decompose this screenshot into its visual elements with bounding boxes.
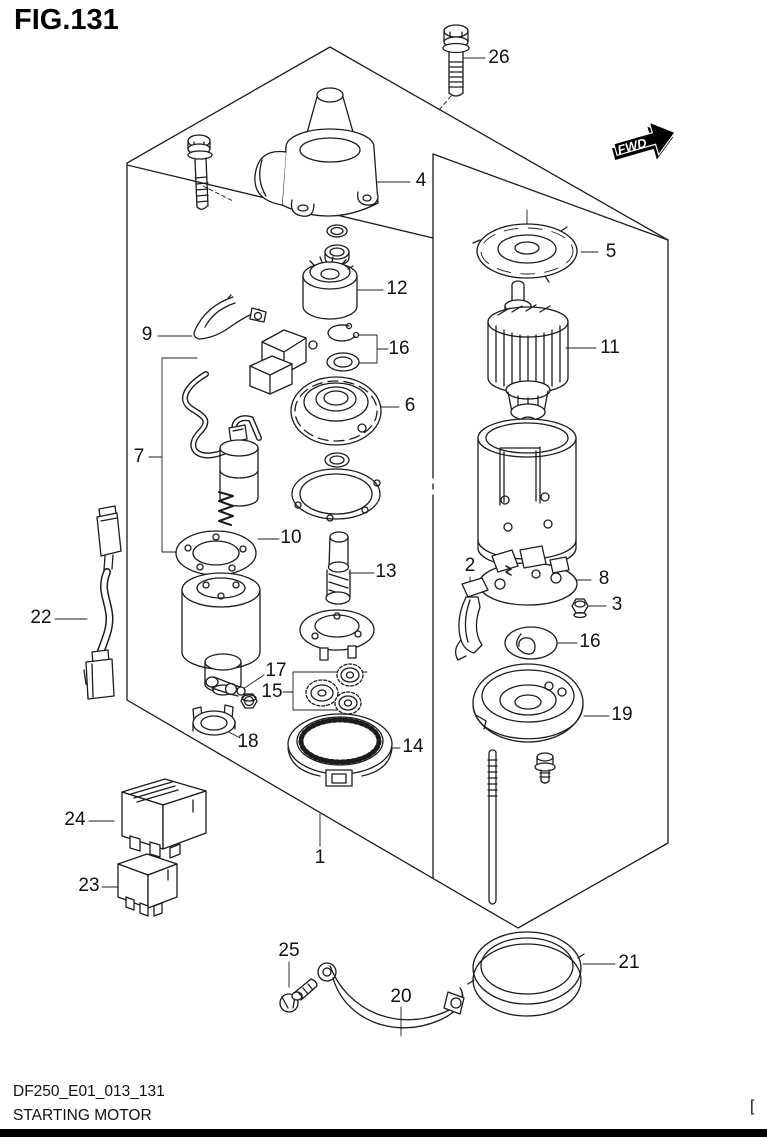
fwd-arrow: FWD [612,121,677,160]
battery-cable-22 [83,505,122,700]
callout-label-16: 16 [388,338,410,359]
terminal-bolt-17 [205,676,246,697]
armature-11 [487,280,569,432]
screw-small [534,752,556,784]
lock-washer-16 [504,626,558,660]
callout-label-11: 11 [600,337,620,358]
callout-label-18: 18 [237,731,259,752]
callout-label-17: 17 [265,660,287,681]
callout-label-7: 7 [133,446,145,467]
washer-16 [326,352,360,372]
nut-15 [240,693,258,709]
callout-label-25: 25 [278,940,300,961]
callout-label-19: 19 [611,704,633,725]
callout-label-22: 22 [30,607,52,628]
page-bracket: [ [750,1098,755,1115]
callout-label-13: 13 [375,561,397,582]
motor-housing [477,418,577,568]
clutch-drum-12 [302,256,358,320]
brush-plate-10 [175,530,257,576]
washer-disc-5 [472,223,578,283]
shift-lever-2 [454,577,489,661]
callout-label-15: 15 [261,681,283,702]
snap-ring-16 [327,322,360,342]
drawing-title: STARTING MOTOR [13,1107,152,1124]
gasket-ring [291,468,381,522]
bearing-cap-6 [290,376,382,446]
callout-label-24: 24 [64,809,86,830]
planet-gears-15 [305,663,364,715]
relay-24 [121,778,207,859]
callout-label-14: 14 [402,736,424,757]
ring-gear-14 [287,713,393,787]
o-ring-and-spacer [324,224,350,266]
collar-18 [192,704,236,736]
callout-label-23: 23 [78,875,100,896]
brush-holder-8 [478,545,578,606]
washer-small [324,452,350,468]
clamp-9 [193,294,267,340]
end-cover-19 [472,663,584,743]
bottom-bar [0,1129,767,1137]
callout-label-26: 26 [488,47,510,68]
ring-21 [467,931,585,1017]
callout-label-12: 12 [386,278,408,299]
callout-label-2: 2 [464,555,476,576]
brush-holder-blocks-7 [249,329,318,395]
solenoid-plunger-7 [219,424,259,507]
relay-23 [117,853,178,917]
figure-number: FIG.131 [14,4,119,36]
callout-label-1: 1 [314,847,326,868]
spring [218,491,234,526]
callout-label-10: 10 [280,527,302,548]
callout-label-16: 16 [579,631,601,652]
callout-label-4: 4 [415,170,427,191]
bolt-25 [279,978,318,1013]
frame-outline [126,46,669,929]
pinion-shaft-13 [299,531,375,661]
bolt-26 [442,24,470,97]
solenoid-body [181,572,261,696]
callout-label-5: 5 [605,241,617,262]
callout-label-9: 9 [141,324,153,345]
nut-3 [571,598,589,619]
callout-label-3: 3 [611,594,623,615]
starter-end-cap-4 [254,87,379,217]
callout-label-21: 21 [618,952,640,973]
callout-label-20: 20 [390,986,412,1007]
callout-label-6: 6 [404,395,416,416]
drawing-code: DF250_E01_013_131 [13,1083,165,1100]
strap-20 [317,962,465,1029]
mount-bolt-left [187,134,213,210]
through-bolt [487,749,498,905]
callout-label-8: 8 [598,568,610,589]
